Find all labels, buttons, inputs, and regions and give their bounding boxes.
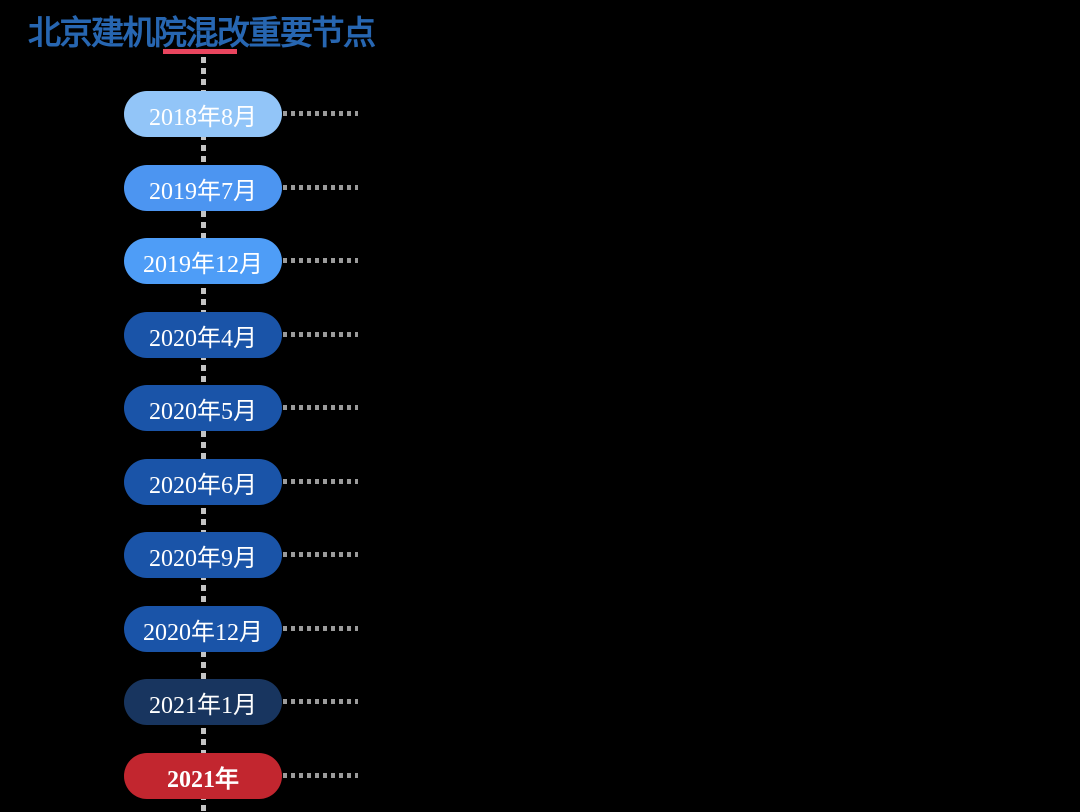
dashed-connector [283, 332, 358, 337]
timeline-date-label: 2019年12月 [143, 251, 263, 278]
timeline-pill: 2020年12月 [124, 606, 282, 652]
timeline-date-label: 2020年12月 [143, 619, 263, 646]
dashed-connector [283, 185, 358, 190]
timeline-pill: 2020年5月 [124, 385, 282, 431]
dashed-connector [283, 405, 358, 410]
dashed-connector [283, 258, 358, 263]
timeline-pill: 2021年 [124, 753, 282, 799]
timeline-date-label: 2020年4月 [149, 325, 257, 352]
dashed-connector [283, 773, 358, 778]
timeline-item: 2020年9月 [0, 532, 1080, 578]
timeline-item: 2021年1月 [0, 679, 1080, 725]
timeline-item: 2021年 [0, 753, 1080, 799]
timeline-axis-dashed-line [201, 57, 206, 812]
dashed-connector [283, 552, 358, 557]
page-title: 北京建机院混改重要节点 [28, 14, 376, 51]
timeline-item: 2020年5月 [0, 385, 1080, 431]
timeline-item: 2020年6月 [0, 459, 1080, 505]
timeline-date-label: 2021年 [167, 766, 239, 793]
timeline-date-label: 2018年8月 [149, 104, 257, 131]
timeline-date-label: 2019年7月 [149, 178, 257, 205]
timeline-item: 2019年12月 [0, 238, 1080, 284]
timeline-item: 2018年8月 [0, 91, 1080, 137]
timeline-pill: 2019年12月 [124, 238, 282, 284]
timeline-pill: 2020年4月 [124, 312, 282, 358]
timeline-pill: 2021年1月 [124, 679, 282, 725]
timeline-pill: 2019年7月 [124, 165, 282, 211]
timeline-item: 2020年12月 [0, 606, 1080, 652]
timeline-item: 2019年7月 [0, 165, 1080, 211]
timeline-date-label: 2020年6月 [149, 472, 257, 499]
timeline-pill: 2018年8月 [124, 91, 282, 137]
timeline-item: 2020年4月 [0, 312, 1080, 358]
dashed-connector [283, 479, 358, 484]
dashed-connector [283, 699, 358, 704]
dashed-connector [283, 111, 358, 116]
dashed-connector [283, 626, 358, 631]
timeline-date-label: 2020年9月 [149, 545, 257, 572]
timeline-date-label: 2020年5月 [149, 398, 257, 425]
timeline-pill: 2020年6月 [124, 459, 282, 505]
title-underline [163, 49, 237, 54]
timeline-pill: 2020年9月 [124, 532, 282, 578]
timeline-date-label: 2021年1月 [149, 692, 257, 719]
